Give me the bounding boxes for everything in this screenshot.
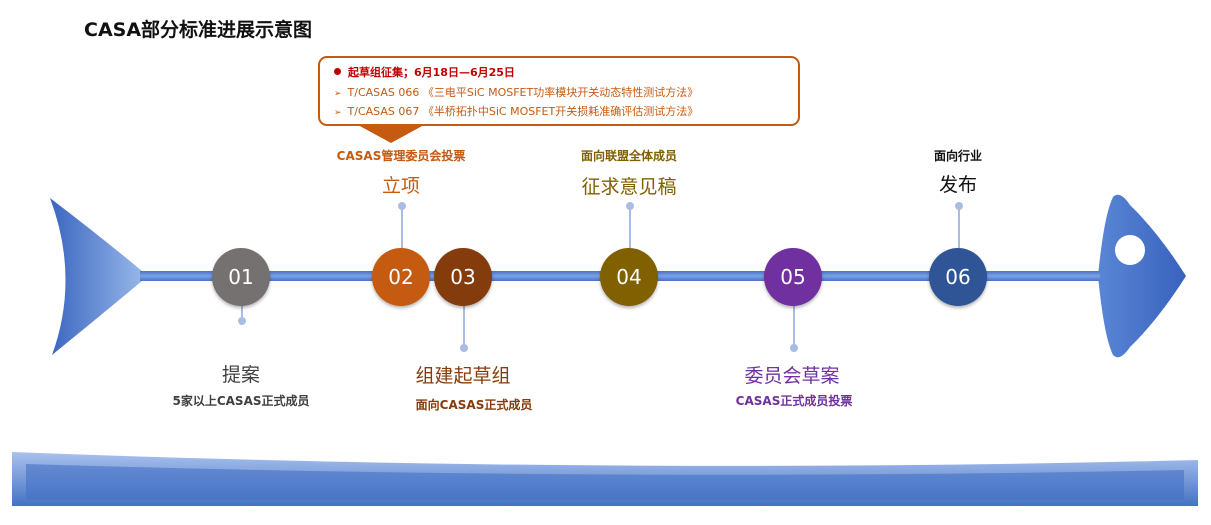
stem-04 [629,208,631,248]
knob-04 [626,202,634,210]
step-desc-06: 面向行业 [933,149,983,163]
callout-line-1: 起草组征集；6月18日—6月25日 [334,66,515,80]
page-title: CASA部分标准进展示意图 [84,19,313,41]
red-dot-icon [334,68,341,75]
arrow-bullet-icon: ➢ [334,89,342,99]
step-node-05: 05 [764,248,822,306]
callout-text-3: T/CASAS 067 《半桥拓扑中SiC MOSFET开关损耗准确评估测试方法… [347,105,699,118]
stem-05 [793,305,795,347]
step-title-02: 立项 [381,175,421,197]
step-node-03: 03 [434,248,492,306]
step-title-06: 发布 [938,174,978,196]
stem-03 [463,305,465,347]
callout-text-2: T/CASAS 066 《三电平SiC MOSFET功率模块开关动态特性测试方法… [347,86,699,99]
step-desc-05: CASAS正式成员投票 [735,394,853,408]
step-desc-01: 5家以上CASAS正式成员 [172,394,310,408]
step-node-01: 01 [212,248,270,306]
callout-text-1: 起草组征集；6月18日—6月25日 [348,66,515,79]
step-title-01: 提案 [221,364,261,386]
callout-line-2: ➢ T/CASAS 066 《三电平SiC MOSFET功率模块开关动态特性测试方… [334,86,698,101]
step-title-04: 征求意见稿 [581,176,677,198]
knob-01 [238,317,246,325]
knob-05 [790,344,798,352]
arrow-bullet-icon: ➢ [334,108,342,118]
bottom-wave-decoration [12,452,1198,506]
step-desc-03: 面向CASAS正式成员 [415,398,533,412]
stem-02 [401,208,403,248]
step-title-03: 组建起草组 [415,365,511,387]
step-desc-02: CASAS管理委员会投票 [336,149,466,163]
step-node-02: 02 [372,248,430,306]
stem-01 [241,305,243,320]
step-node-04: 04 [600,248,658,306]
callout-line-3: ➢ T/CASAS 067 《半桥拓扑中SiC MOSFET开关损耗准确评估测试方… [334,105,698,120]
step-desc-04: 面向联盟全体成员 [580,149,678,163]
step-title-05: 委员会草案 [744,365,840,387]
knob-02 [398,202,406,210]
drafting-callout: 起草组征集；6月18日—6月25日 ➢ T/CASAS 066 《三电平SiC M… [318,56,800,126]
knob-06 [955,202,963,210]
step-node-06: 06 [929,248,987,306]
knob-03 [460,344,468,352]
stem-06 [958,208,960,248]
callout-pointer [358,125,424,143]
